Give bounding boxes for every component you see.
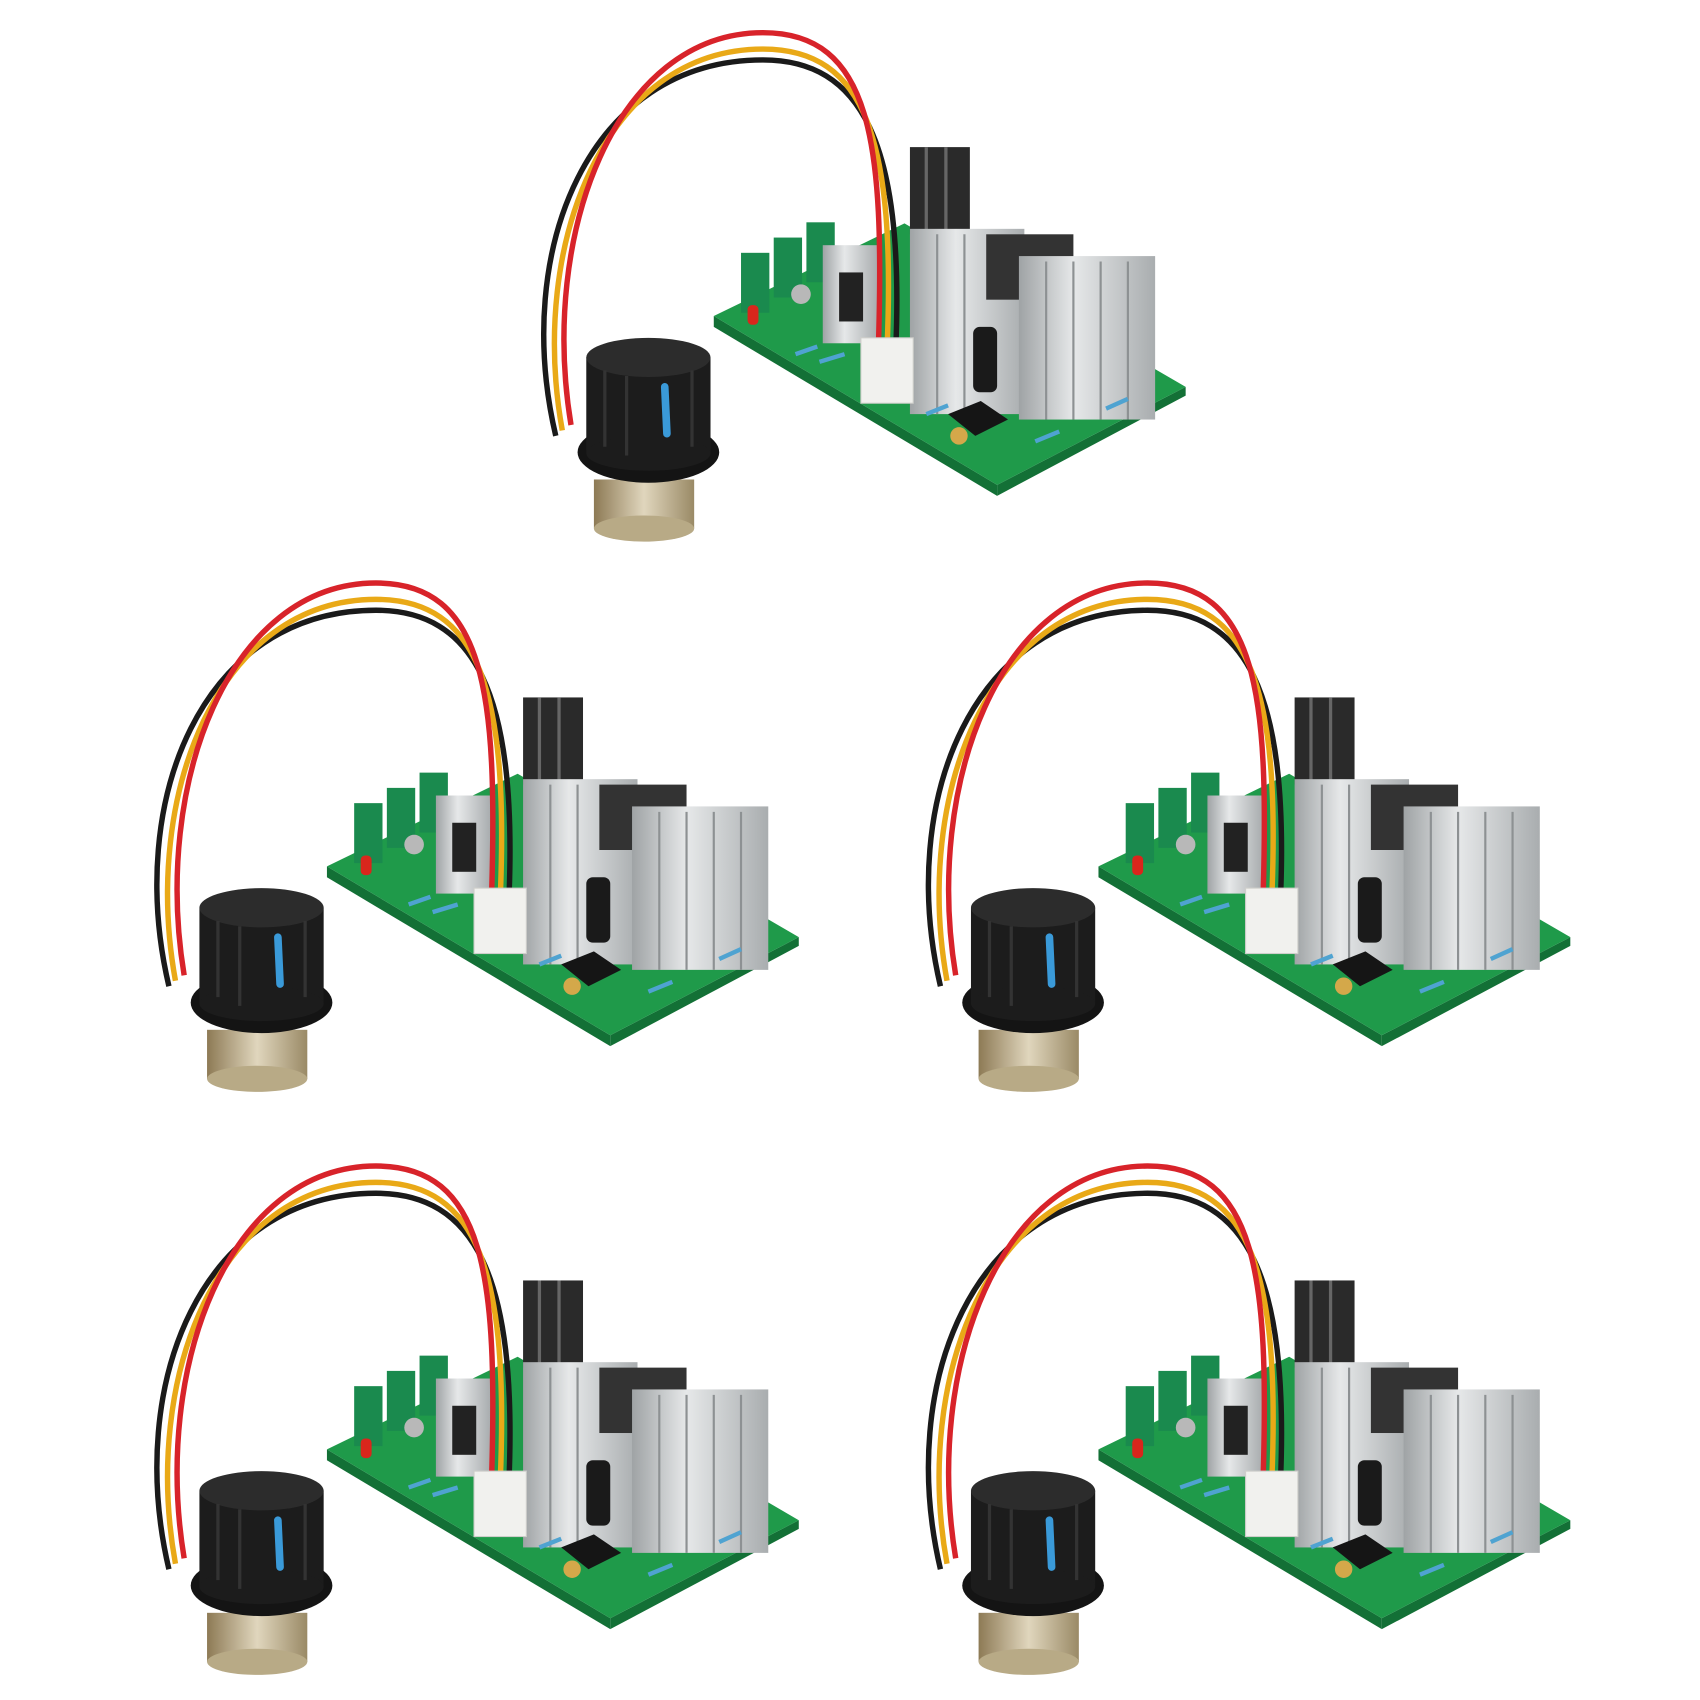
product-photo	[153, 28, 1575, 1679]
